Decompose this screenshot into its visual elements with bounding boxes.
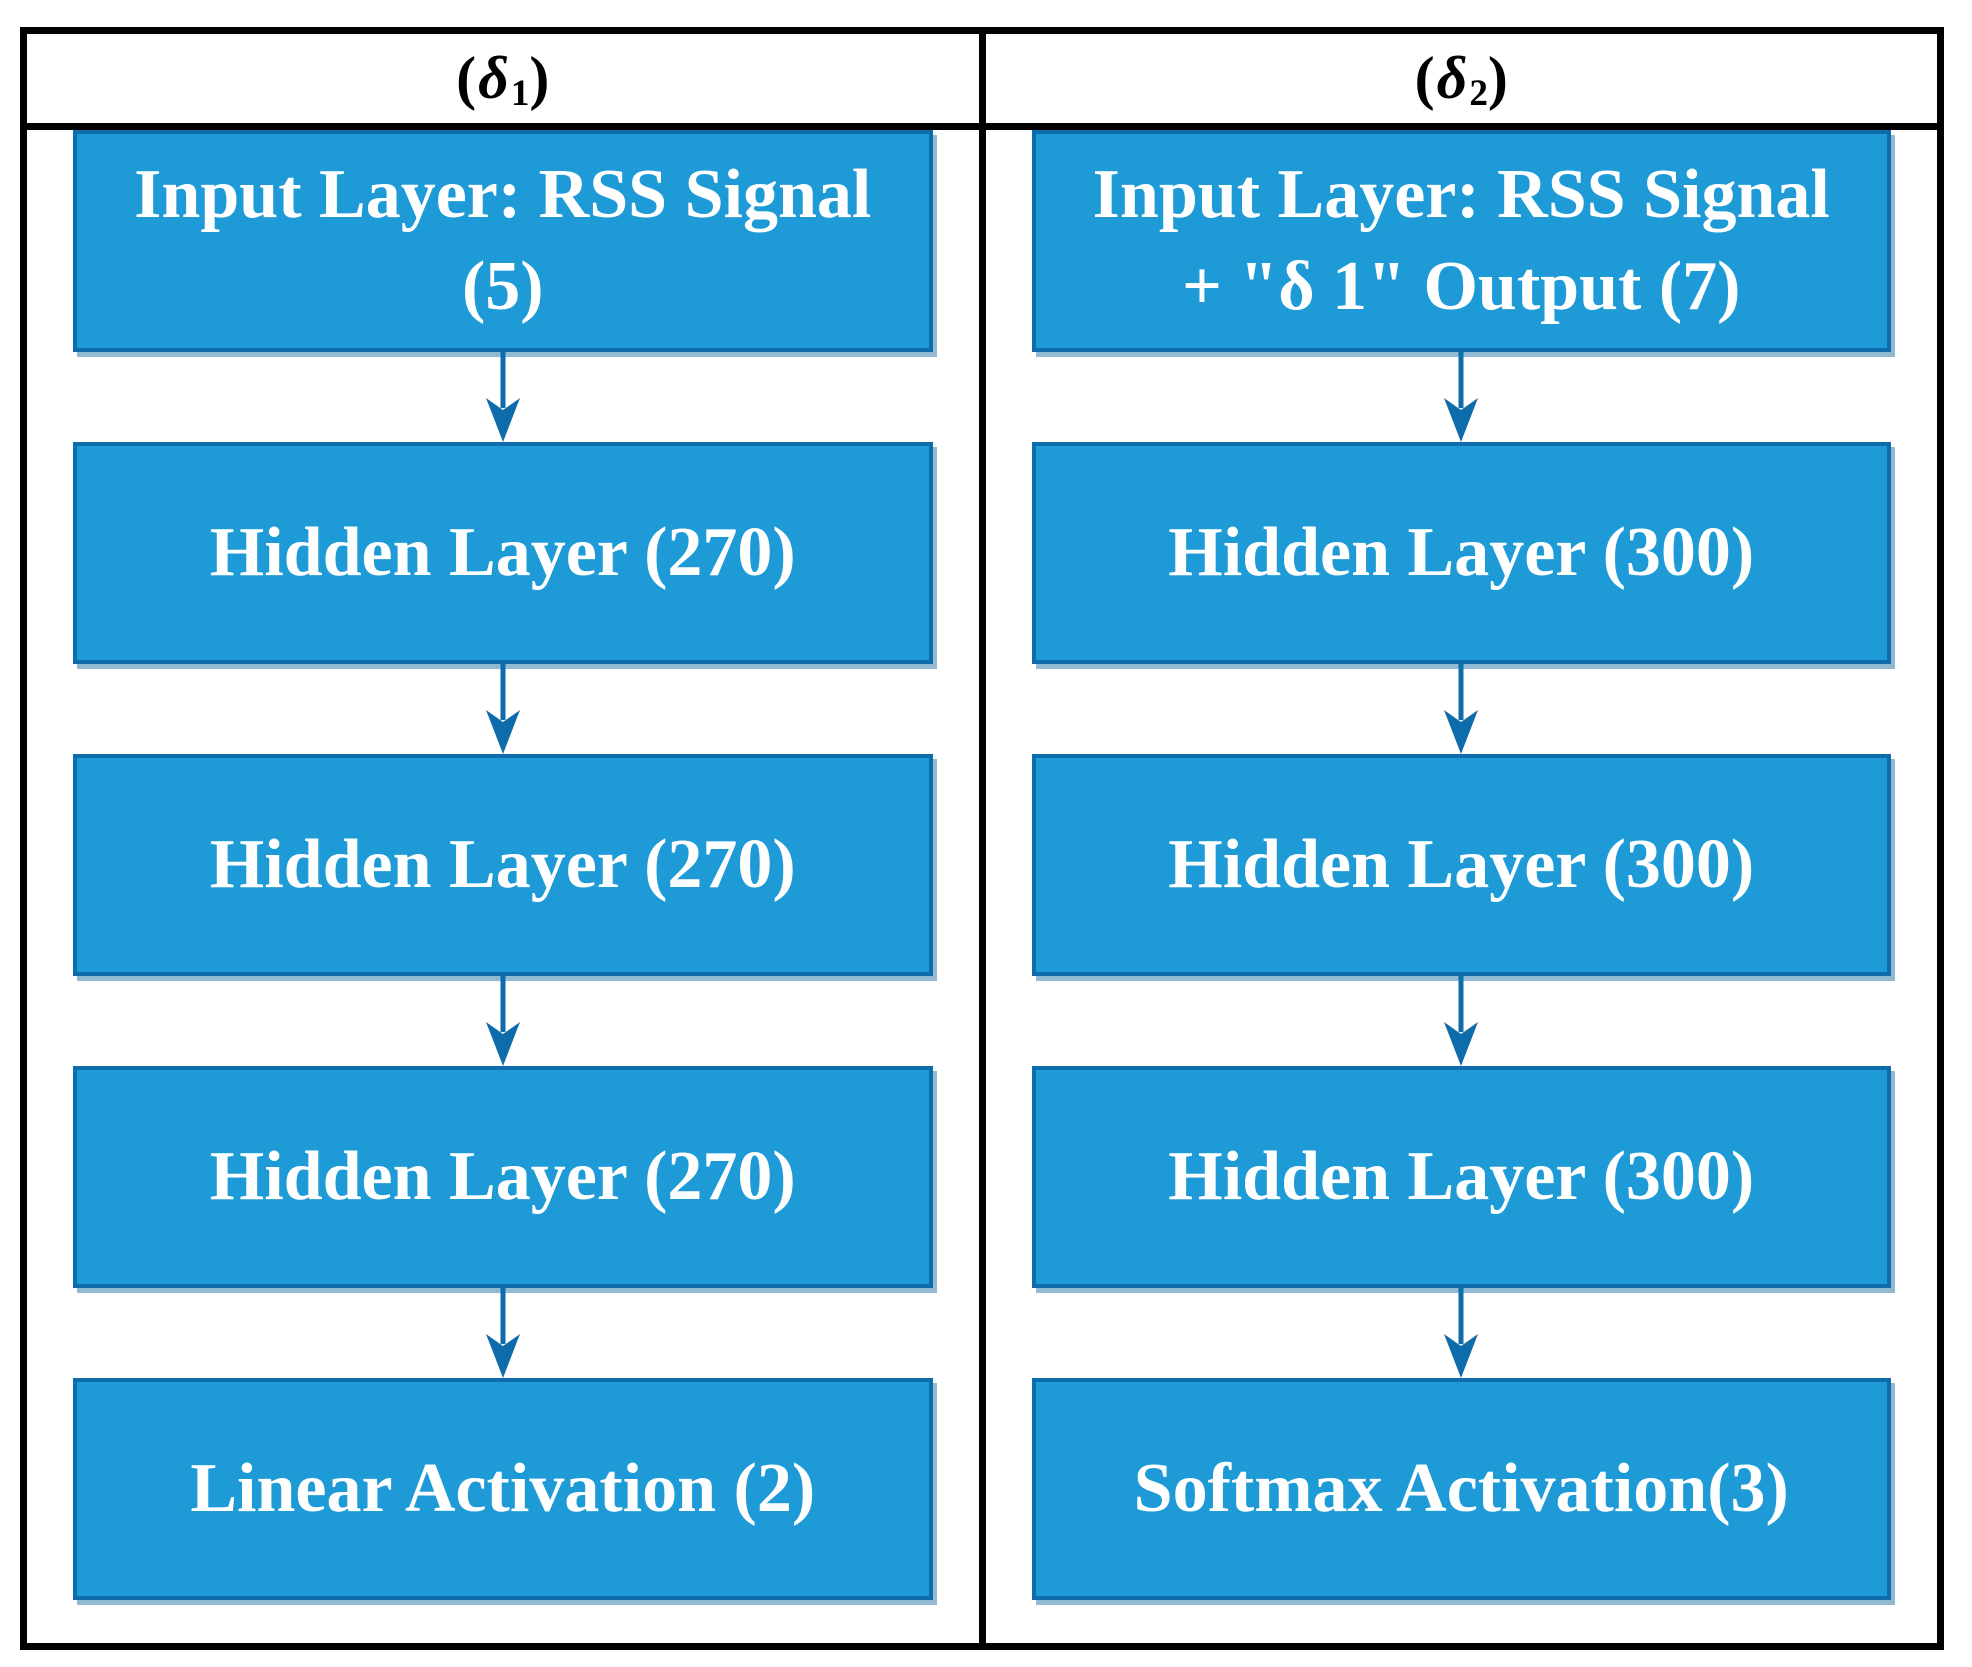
- arrow-down-icon: [1444, 352, 1479, 442]
- arrow-down-connector: [1032, 352, 1892, 442]
- delta-symbol: δ: [478, 45, 509, 111]
- arrow-down-connector: [1032, 976, 1892, 1066]
- layer-box-text: + "δ 1" Output (7): [1182, 248, 1741, 325]
- layer-box-d1-output: Linear Activation (2): [73, 1378, 933, 1600]
- column-delta1-body: Input Layer: RSS Signal (5) Hidden Layer…: [27, 130, 979, 1643]
- arrow-down-connector: [73, 664, 933, 754]
- layer-box-d2-hidden2: Hidden Layer (300): [1031, 754, 1891, 976]
- arrow-down-icon: [1444, 1288, 1479, 1378]
- arrow-down-icon: [485, 352, 520, 442]
- arrow-down-connector: [1032, 1288, 1892, 1378]
- paren-close: ): [1487, 45, 1508, 111]
- layer-box-text: Hidden Layer (270): [209, 513, 796, 591]
- layer-box-d1-hidden1: Hidden Layer (270): [73, 442, 933, 664]
- arrow-down-icon: [485, 976, 520, 1066]
- paren-open: (: [456, 45, 477, 111]
- layer-box-text: Hidden Layer (270): [209, 1137, 796, 1215]
- arrow-down-connector: [73, 1288, 933, 1378]
- arrow-down-connector: [73, 352, 933, 442]
- paren-open: (: [1414, 45, 1435, 111]
- arrow-down-icon: [1444, 664, 1479, 754]
- column-delta2-body: Input Layer: RSS Signal + "δ 1" Output (…: [986, 130, 1938, 1643]
- layer-box-d2-hidden3: Hidden Layer (300): [1031, 1066, 1891, 1288]
- layer-box-text: Input Layer: RSS Signal: [1092, 155, 1830, 233]
- layer-box-text: Hidden Layer (270): [209, 825, 796, 903]
- delta-subscript: 1: [510, 72, 530, 114]
- delta-subscript: 2: [1469, 72, 1488, 114]
- layer-box-d2-output: Softmax Activation(3): [1031, 1378, 1891, 1600]
- paren-close: ): [529, 45, 550, 111]
- layer-box-text: Hidden Layer (300): [1168, 513, 1755, 591]
- layer-box-text: (5): [461, 248, 544, 325]
- layer-box-text: Softmax Activation(3): [1133, 1449, 1789, 1527]
- layer-box-d1-input: Input Layer: RSS Signal (5): [73, 130, 933, 352]
- arrow-down-icon: [485, 664, 520, 754]
- arrow-down-connector: [73, 976, 933, 1066]
- layer-box-text: Input Layer: RSS Signal: [134, 155, 872, 233]
- layer-box-d2-hidden1: Hidden Layer (300): [1031, 442, 1891, 664]
- layer-box-d1-hidden2: Hidden Layer (270): [73, 754, 933, 976]
- arrow-down-connector: [1032, 664, 1892, 754]
- layer-box-d2-input: Input Layer: RSS Signal + "δ 1" Output (…: [1031, 130, 1891, 352]
- delta-symbol: δ: [1436, 45, 1468, 111]
- arrow-down-icon: [1444, 976, 1479, 1066]
- arrow-down-icon: [485, 1288, 520, 1378]
- layer-box-d1-hidden3: Hidden Layer (270): [73, 1066, 933, 1288]
- layer-box-text: Linear Activation (2): [190, 1449, 816, 1527]
- layer-box-text: Hidden Layer (300): [1168, 825, 1755, 903]
- layer-box-text: Hidden Layer (300): [1168, 1137, 1755, 1215]
